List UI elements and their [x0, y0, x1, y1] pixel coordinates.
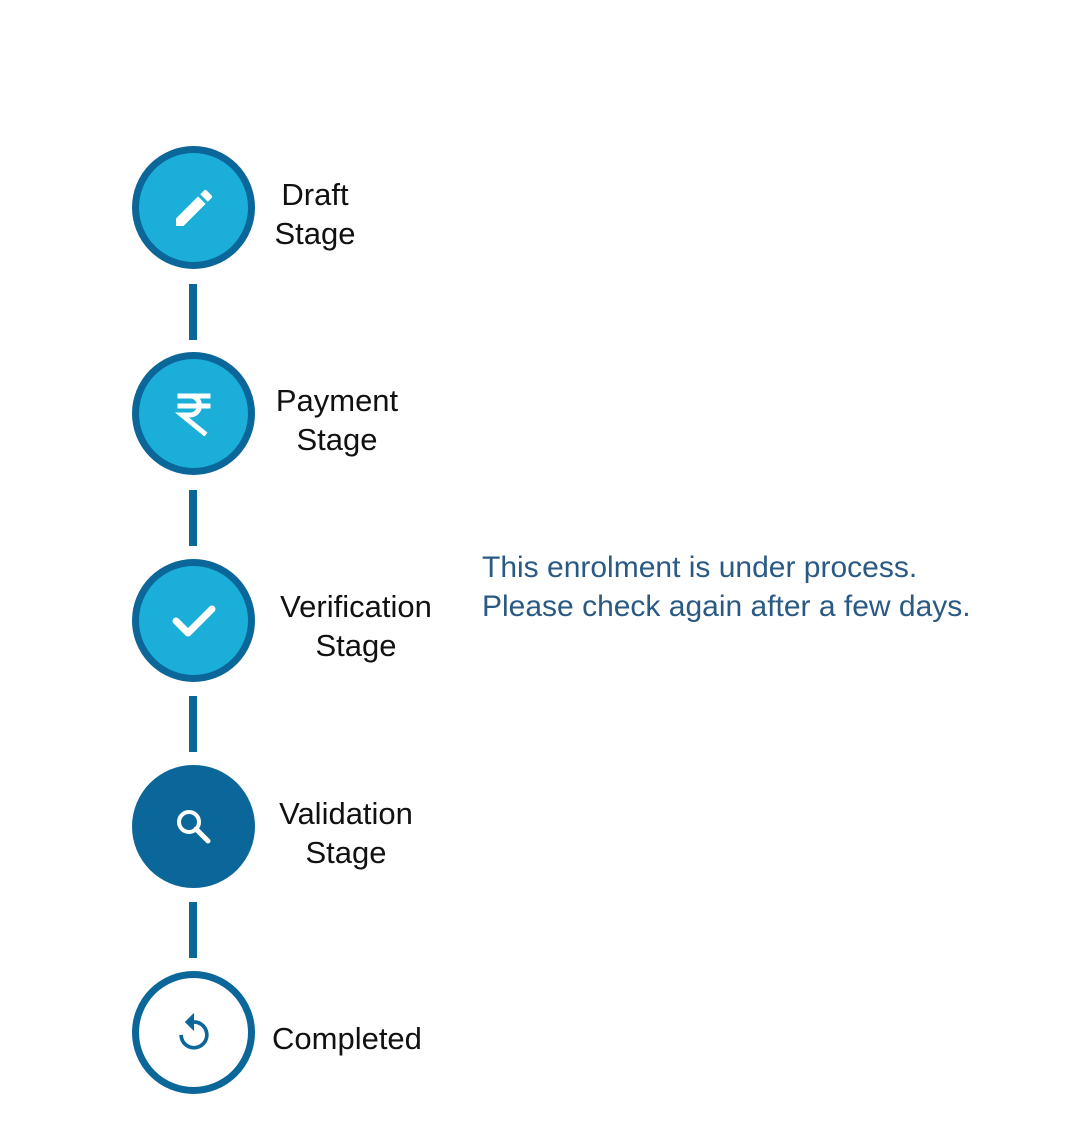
stage-connector — [189, 902, 197, 958]
stage-connector — [189, 284, 197, 340]
stage-draft-label: Draft Stage — [274, 177, 356, 251]
stage-completed-circle — [132, 971, 255, 1094]
stage-validation-label: Validation Stage — [279, 796, 413, 870]
refresh-icon — [172, 1011, 216, 1055]
stage-verification-circle — [132, 559, 255, 682]
check-icon — [170, 601, 218, 641]
stage-validation-circle — [132, 765, 255, 888]
stage-completed-label: Completed — [272, 1021, 422, 1056]
status-message: This enrolment is under process. Please … — [482, 551, 971, 623]
stage-payment-label: Payment Stage — [275, 383, 399, 457]
stage-draft-circle — [132, 146, 255, 269]
stage-verification-label: Verification Stage — [280, 589, 432, 663]
rupee-icon — [174, 391, 214, 437]
stage-connector — [189, 696, 197, 752]
pencil-icon — [170, 184, 218, 232]
search-icon — [174, 807, 214, 847]
stage-connector — [189, 490, 197, 546]
stage-payment-circle — [132, 352, 255, 475]
